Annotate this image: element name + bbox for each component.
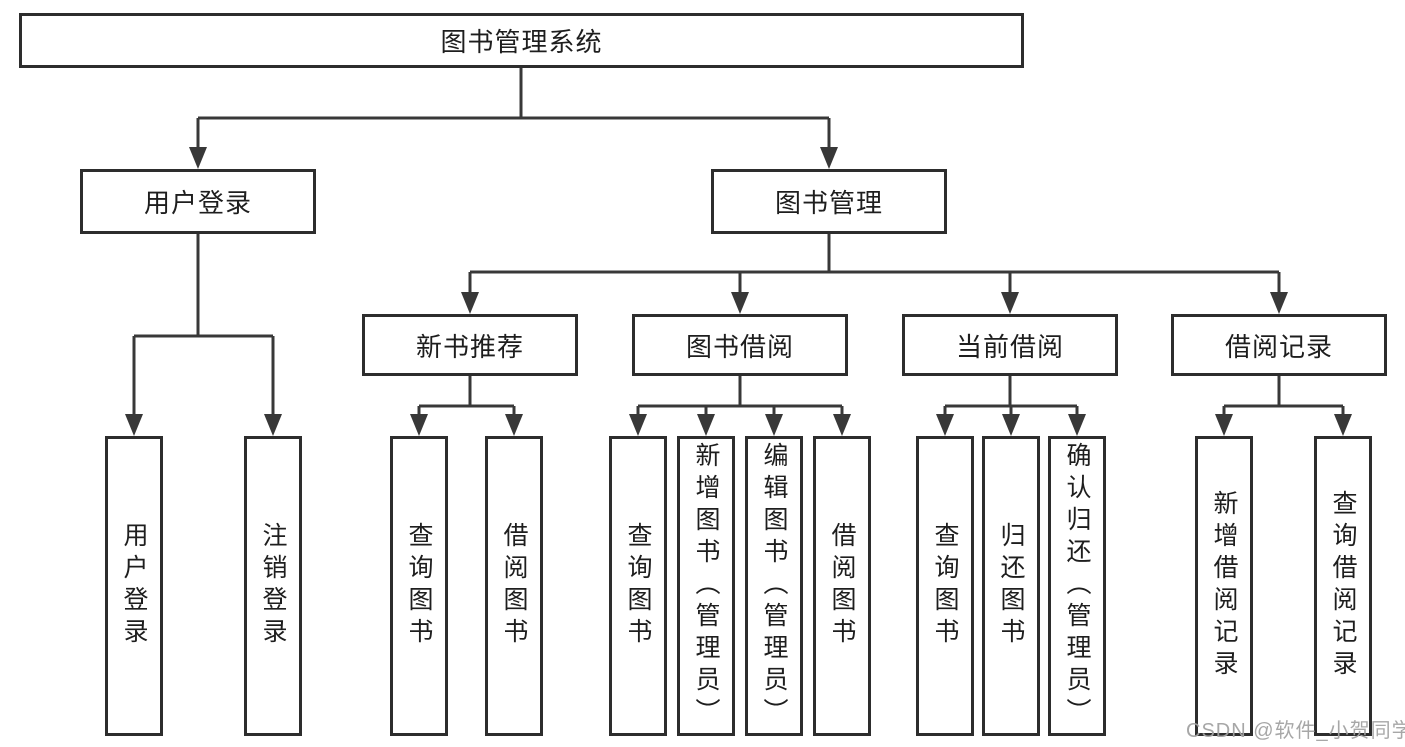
leaf-user-login: 用户登录 xyxy=(105,436,163,736)
node-user-login: 用户登录 xyxy=(80,169,316,234)
node-current-borrow: 当前借阅 xyxy=(902,314,1118,376)
node-label: 图书管理系统 xyxy=(440,27,603,57)
node-book-borrow: 图书借阅 xyxy=(632,314,848,376)
node-book-management: 图书管理 xyxy=(711,169,947,234)
leaf-label: 注销登录 xyxy=(259,522,287,650)
leaf-label: 用户登录 xyxy=(120,522,148,650)
leaf-label: 归还图书 xyxy=(997,522,1025,650)
node-system-root: 图书管理系统 xyxy=(19,13,1024,68)
leaf-label: 编辑图书（管理员） xyxy=(760,442,788,730)
leaf-edit-books-admin: 编辑图书（管理员） xyxy=(745,436,803,736)
leaf-label: 借阅图书 xyxy=(828,522,856,650)
node-label: 借阅记录 xyxy=(1224,331,1333,362)
leaf-label: 借阅图书 xyxy=(500,522,528,650)
node-label: 图书管理 xyxy=(774,188,883,218)
leaf-confirm-return-admin: 确认归还（管理员） xyxy=(1048,436,1106,736)
leaf-logout: 注销登录 xyxy=(244,436,302,736)
node-label: 新书推荐 xyxy=(415,331,524,362)
leaf-borrow-books: 借阅图书 xyxy=(485,436,543,736)
leaf-query-books: 查询图书 xyxy=(390,436,448,736)
node-label: 用户登录 xyxy=(143,188,252,218)
leaf-return-books: 归还图书 xyxy=(982,436,1040,736)
leaf-query-books: 查询图书 xyxy=(609,436,667,736)
leaf-label: 新增借阅记录 xyxy=(1210,490,1238,682)
leaf-add-borrow-record: 新增借阅记录 xyxy=(1195,436,1253,736)
leaf-label: 新增图书（管理员） xyxy=(692,442,720,730)
node-new-book-recommend: 新书推荐 xyxy=(362,314,578,376)
leaf-query-books: 查询图书 xyxy=(916,436,974,736)
leaf-label: 查询借阅记录 xyxy=(1329,490,1357,682)
leaf-add-books-admin: 新增图书（管理员） xyxy=(677,436,735,736)
node-borrow-records: 借阅记录 xyxy=(1171,314,1387,376)
csdn-watermark: CSDN @软件_小贺同学 xyxy=(1186,720,1405,742)
leaf-borrow-books: 借阅图书 xyxy=(813,436,871,736)
node-label: 图书借阅 xyxy=(685,331,794,362)
leaf-label: 查询图书 xyxy=(405,522,433,650)
leaf-label: 查询图书 xyxy=(931,522,959,650)
node-label: 当前借阅 xyxy=(955,331,1064,362)
leaf-query-borrow-record: 查询借阅记录 xyxy=(1314,436,1372,736)
leaf-label: 查询图书 xyxy=(624,522,652,650)
leaf-label: 确认归还（管理员） xyxy=(1063,442,1091,730)
